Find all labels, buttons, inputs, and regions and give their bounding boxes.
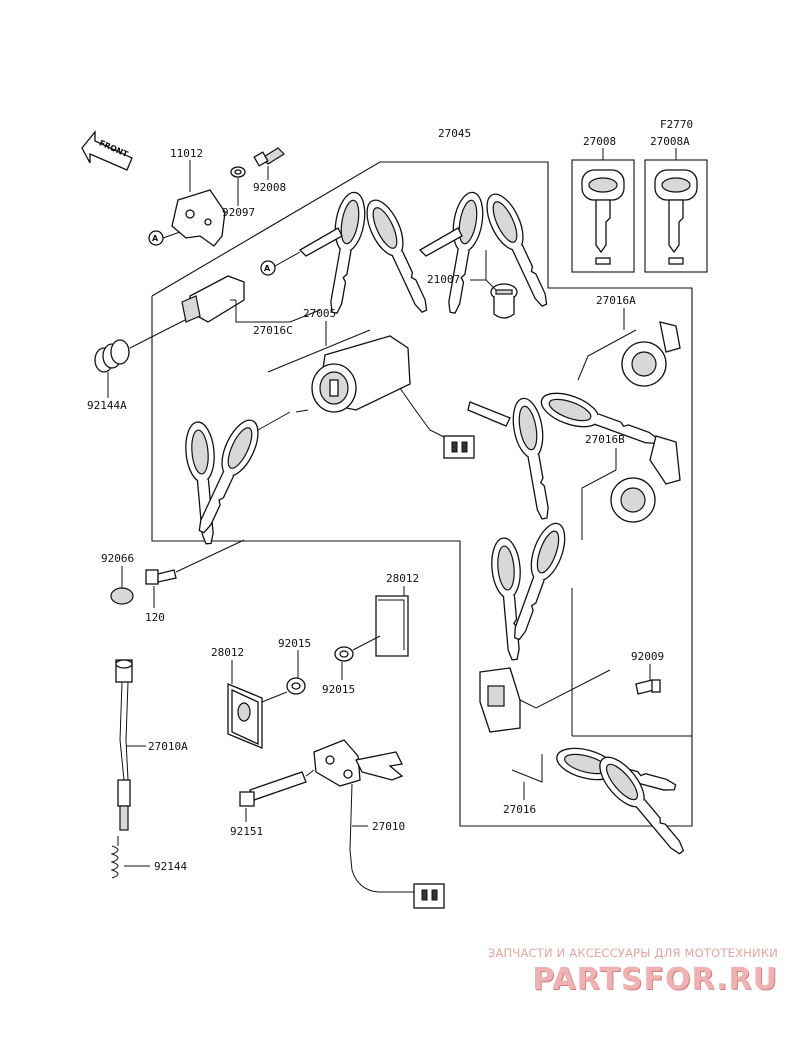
bracket-11012 <box>171 189 226 247</box>
lock-27016B <box>610 435 681 523</box>
diagram-code: F2770 <box>660 118 693 131</box>
key <box>591 749 693 863</box>
washer-92097 <box>230 166 246 178</box>
label-28012-right: 28012 <box>386 572 419 585</box>
watermark-brand: PARTSFOR.RU <box>532 962 778 997</box>
label-28012-left: 28012 <box>211 646 244 659</box>
ignition-switch-27005 <box>311 335 475 459</box>
spring-92144 <box>110 836 119 879</box>
svg-text:A: A <box>152 234 159 243</box>
label-27016B: 27016B <box>585 433 625 446</box>
bolt-92151 <box>239 771 307 807</box>
label-27010: 27010 <box>372 820 405 833</box>
switch-27010 <box>313 739 445 909</box>
pad-28012-right <box>375 595 409 657</box>
svg-text:A: A <box>264 264 271 273</box>
label-92097: 92097 <box>222 206 255 219</box>
switch-27010A <box>115 659 133 831</box>
pad-28012-left <box>227 683 263 749</box>
reference-marker-a: A <box>260 251 301 276</box>
connector <box>443 435 475 459</box>
key-blank-27008A <box>654 169 698 265</box>
screw-92009 <box>635 679 661 695</box>
label-27016C: 27016C <box>253 324 293 337</box>
label-92144A: 92144A <box>87 399 127 412</box>
front-arrow-icon: FRONT <box>81 130 133 171</box>
label-92015-left: 92015 <box>278 637 311 650</box>
watermark-subtitle: ЗАПЧАСТИ И АКСЕССУАРЫ ДЛЯ МОТОТЕХНИКИ <box>487 946 778 960</box>
lock-27016A <box>621 321 681 387</box>
bolt-92008 <box>253 147 285 167</box>
label-92008: 92008 <box>253 181 286 194</box>
label-92009: 92009 <box>631 650 664 663</box>
screw-120 <box>145 569 177 585</box>
set-27045-frame <box>151 161 693 827</box>
key <box>319 189 370 316</box>
lock-cylinder-27016C <box>181 275 245 323</box>
key <box>488 536 529 662</box>
label-27010A: 27010A <box>148 740 188 753</box>
label-27008: 27008 <box>583 135 616 148</box>
holder-bracket <box>479 667 521 733</box>
reference-marker-a: A <box>148 230 181 246</box>
label-11012: 11012 <box>170 147 203 160</box>
spring-92144A <box>94 339 130 373</box>
label-21007: 21007 <box>427 273 460 286</box>
label-27045: 27045 <box>438 127 471 140</box>
label-27005: 27005 <box>303 307 336 320</box>
label-27016A: 27016A <box>596 294 636 307</box>
label-92144: 92144 <box>154 860 187 873</box>
label-27016: 27016 <box>503 803 536 816</box>
key-blank-27008 <box>581 169 625 265</box>
key <box>358 194 438 318</box>
key-blade-left <box>298 227 343 257</box>
key-blade-left <box>418 227 463 257</box>
connector <box>413 883 445 909</box>
label-120: 120 <box>145 611 165 624</box>
cap-21007 <box>490 283 518 319</box>
label-92066: 92066 <box>101 552 134 565</box>
watermark: ЗАПЧАСТИ И АКСЕССУАРЫ ДЛЯ МОТОТЕХНИКИ PA… <box>488 946 778 997</box>
label-27008A: 27008A <box>650 135 690 148</box>
label-92151: 92151 <box>230 825 263 838</box>
label-92015-right: 92015 <box>322 683 355 696</box>
nut-92015-right <box>334 646 354 662</box>
plug-92066 <box>110 587 134 605</box>
key-blade-left <box>467 401 511 427</box>
nut-92015-left <box>286 677 306 695</box>
key <box>437 189 488 316</box>
